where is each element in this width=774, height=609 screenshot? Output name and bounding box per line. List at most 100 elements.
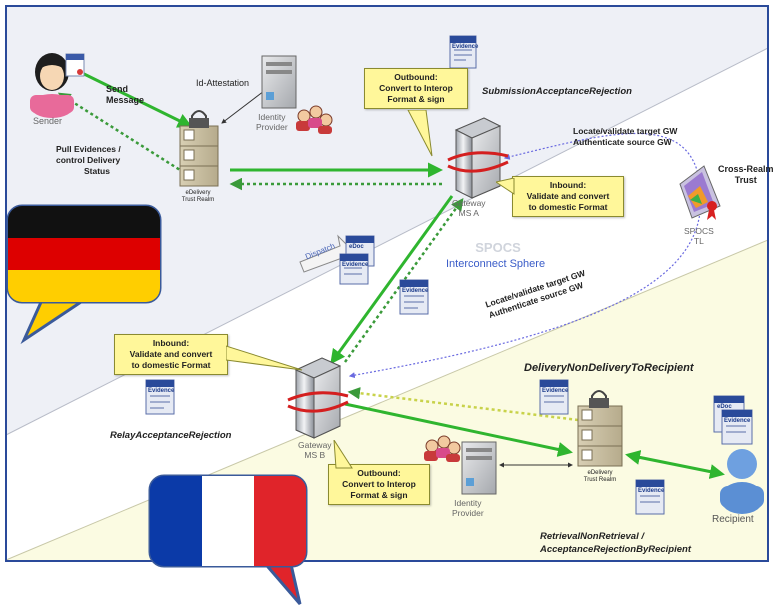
outbound-b-callout: Outbound: Convert to Interop Format & si… — [328, 464, 430, 505]
locate-validate-top-label-line1: Locate/validate target GW — [573, 126, 678, 136]
identity-provider-top-label-line1: Identity — [258, 112, 286, 122]
submission-acceptance-rejection-label: SubmissionAcceptanceRejection — [482, 86, 632, 97]
retrieval-label-line1: RetrievalNonRetrieval / — [540, 531, 645, 542]
evidence-doc-label-mid-a: Evidence — [342, 262, 369, 268]
outbound-a-callout-line2: Convert to Interop — [379, 83, 453, 93]
outbound-b-callout-line1: Outbound: — [357, 468, 401, 478]
top-trust-region — [6, 6, 768, 435]
cross-realm-trust-label-line1: Cross-Realm — [718, 164, 774, 174]
user-group-icon-top — [296, 105, 333, 134]
evidence-doc-label-recipient: Evidence — [724, 418, 751, 424]
evidence-doc-label-retrieval: Evidence — [638, 488, 665, 494]
inbound-a-callout-line3: to domestic Format — [528, 202, 608, 212]
identity-provider-bottom-label-line2: Provider — [452, 508, 484, 518]
inbound-a-callout: Inbound: Validate and convert to domesti… — [512, 176, 624, 217]
gateway-b-to-edelivery-arrow — [344, 402, 573, 457]
pull-evidences-label-line1: Pull Evidences / — [56, 144, 121, 154]
gateway-b-server-icon — [287, 357, 349, 439]
outbound-a-callout-line1: Outbound: — [394, 72, 438, 82]
sender-document-icon — [65, 53, 85, 77]
outbound-a-callout: Outbound: Convert to Interop Format & si… — [364, 68, 468, 109]
recipient-arrow — [625, 450, 725, 479]
evidence-doc-label-relay: Evidence — [148, 388, 175, 394]
identity-provider-top-label-line2: Provider — [256, 122, 288, 132]
identity-provider-top-server-icon — [261, 55, 297, 109]
diagram-frame — [5, 5, 769, 562]
cross-realm-trust-label-line2: Trust — [734, 175, 757, 185]
retrieval-label-line2: AcceptanceRejectionByRecipient — [540, 544, 691, 555]
pull-evidences-label: Pull Evidences / control Delivery Status — [56, 144, 121, 177]
evidence-document-icon-recipient — [713, 395, 753, 445]
locate-validate-top-label-line2: Authenticate source GW — [573, 137, 672, 147]
spocs-watermark: SPOCS — [475, 240, 521, 255]
spocs-tl-label-line1: SPOCS — [684, 226, 714, 236]
edelivery-bottom-label-line1: eDelivery — [587, 470, 613, 476]
edelivery-to-gateway-b-evidence-arrow — [347, 387, 579, 422]
inbound-a-callout-line2: Validate and convert — [526, 191, 610, 201]
edelivery-top-server-icon — [179, 110, 219, 187]
retrieval-label: RetrievalNonRetrieval / AcceptanceReject… — [540, 530, 691, 556]
trust-lookup-arrow-a — [503, 132, 701, 185]
id-attestation-arrow — [221, 87, 269, 124]
outbound-b-callout-line2: Convert to Interop — [342, 479, 416, 489]
edelivery-top-label-line2: Trust Realm — [181, 197, 215, 203]
gateway-a-label-line1: Gateway — [452, 198, 486, 208]
evidence-doc-label-mid-b: Evidence — [402, 288, 429, 294]
gateway-a-to-gateway-b-arrow — [330, 195, 454, 365]
locate-validate-top-label: Locate/validate target GW Authenticate s… — [573, 126, 677, 148]
edelivery-bottom-label-line2: Trust Realm — [583, 477, 617, 483]
id-attestation-label: Id-Attestation — [196, 78, 250, 88]
edelivery-bottom-server-icon — [577, 390, 623, 467]
identity-provider-bottom-server-icon — [461, 441, 497, 495]
send-message-label-line1: Send — [106, 84, 129, 94]
edelivery-top-label-line1: eDelivery — [185, 190, 211, 196]
identity-provider-bottom-label: Identity Provider — [452, 498, 484, 518]
cross-realm-trust-label: Cross-Realm Trust — [718, 164, 774, 186]
send-message-label-line2: Message — [106, 95, 145, 105]
inbound-a-callout-tail — [496, 178, 515, 195]
outbound-a-callout-line3: Format & sign — [387, 94, 445, 104]
delivery-non-delivery-label: DeliveryNonDeliveryToRecipient — [524, 362, 694, 374]
evidence-document-icon-mid-b — [399, 279, 429, 315]
identity-provider-top-label: Identity Provider — [256, 112, 288, 132]
spocs-tl-label: SPOCS TL — [684, 226, 714, 246]
evidence-document-icon-top — [449, 35, 477, 69]
inbound-b-callout-line3: to domestic Format — [131, 360, 211, 370]
pull-evidences-label-line2: control Delivery — [56, 155, 121, 165]
relay-acceptance-rejection-label: RelayAcceptanceRejection — [110, 430, 232, 441]
edelivery-top-label: eDelivery Trust Realm — [176, 190, 220, 204]
edoc-doc-label-recipient: eDoc — [717, 404, 732, 410]
recipient-avatar-icon — [720, 449, 764, 514]
germany-flag-bubble-icon — [6, 204, 162, 345]
evidence-document-icon-delivery — [539, 379, 569, 415]
pull-evidences-label-line3: Status — [84, 166, 110, 176]
evidence-doc-label-top: Evidence — [452, 44, 479, 50]
inbound-a-callout-line1: Inbound: — [549, 180, 587, 190]
gateway-a-server-icon — [447, 117, 509, 199]
interconnect-sphere-label: Interconnect Sphere — [446, 258, 546, 270]
sender-avatar-icon — [30, 53, 74, 118]
inbound-b-callout: Inbound: Validate and convert to domesti… — [114, 334, 228, 375]
inbound-b-callout-line1: Inbound: — [152, 338, 190, 348]
outbound-a-callout-tail — [407, 110, 433, 157]
gateway-b-label: Gateway MS B — [298, 440, 332, 460]
france-flag-bubble-icon — [148, 474, 308, 605]
spocs-tl-certificate-icon — [679, 165, 721, 220]
gateway-b-label-line2: MS B — [304, 450, 326, 460]
evidence-doc-label-delivery: Evidence — [542, 388, 569, 394]
evidence-document-icon-retrieval — [635, 479, 665, 515]
sender-label: Sender — [33, 116, 63, 126]
identity-provider-bottom-label-line1: Identity — [454, 498, 482, 508]
inbound-b-callout-line2: Validate and convert — [129, 349, 213, 359]
inbound-b-callout-tail — [226, 345, 303, 371]
gateway-a-label: Gateway MS A — [452, 198, 486, 218]
send-message-arrow — [79, 70, 193, 128]
outbound-b-callout-tail — [333, 440, 353, 469]
evidence-document-icon-mid-a — [339, 235, 375, 285]
evidence-document-icon-relay — [145, 379, 175, 415]
edelivery-bottom-label: eDelivery Trust Realm — [576, 470, 624, 484]
edoc-doc-label-mid: eDoc — [349, 244, 364, 250]
spocs-tl-label-line2: TL — [693, 236, 704, 246]
region-divider-bottom — [5, 239, 769, 561]
